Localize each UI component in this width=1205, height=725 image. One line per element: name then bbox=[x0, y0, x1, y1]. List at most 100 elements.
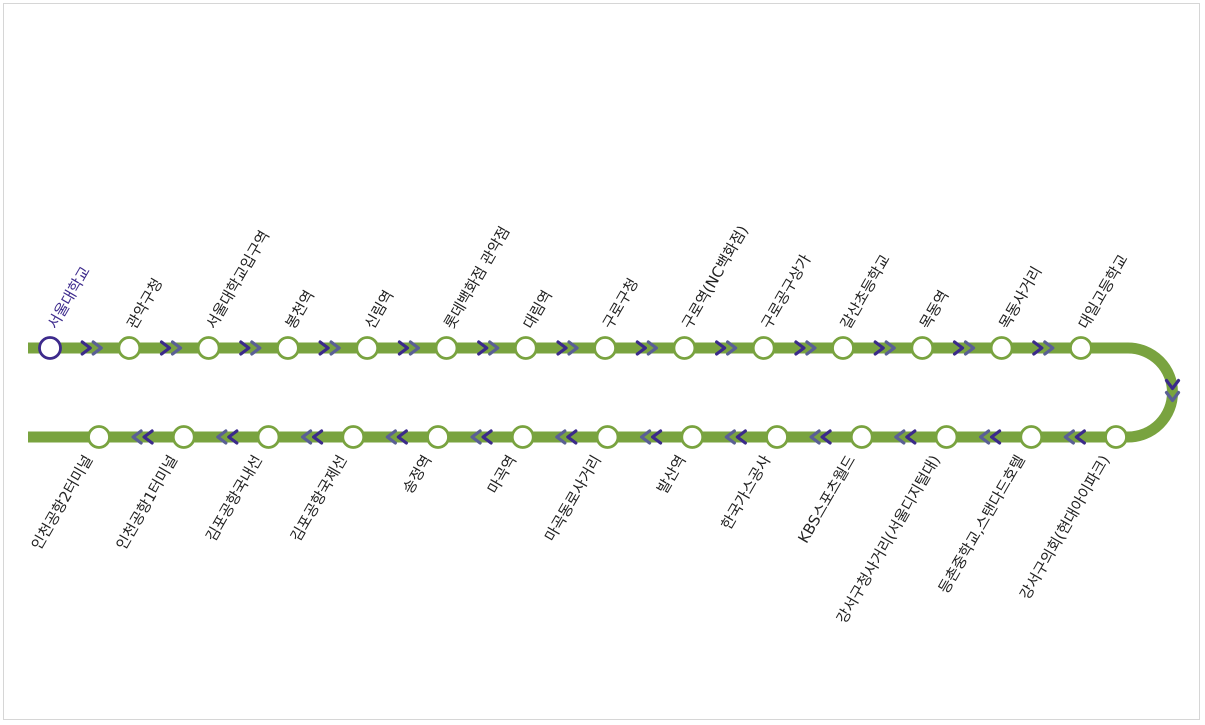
top-stop-label-13[interactable]: 대일고등학교 bbox=[1075, 251, 1132, 332]
direction-chevron bbox=[1043, 340, 1055, 356]
direction-chevron bbox=[1063, 429, 1075, 445]
direction-chevron bbox=[820, 429, 832, 445]
direction-chevron bbox=[646, 340, 658, 356]
top-stop-label-10[interactable]: 갈산초등학교 bbox=[837, 251, 894, 332]
direction-chevron bbox=[566, 429, 578, 445]
bottom-stop-label-6[interactable]: 마곡동로사거리 bbox=[541, 452, 605, 545]
stop-marker[interactable] bbox=[434, 336, 459, 360]
direction-chevron bbox=[311, 429, 324, 445]
direction-chevron bbox=[555, 429, 567, 445]
stop-marker[interactable] bbox=[765, 425, 789, 449]
top-stop-label-5[interactable]: 롯데백화점 관악점 bbox=[440, 223, 513, 332]
top-stop-label-2[interactable]: 서울대학교입구역 bbox=[202, 227, 273, 332]
top-stop-label-1[interactable]: 관악구청 bbox=[123, 275, 166, 332]
top-stop-label-4[interactable]: 신림역 bbox=[361, 287, 397, 332]
direction-chevron bbox=[142, 429, 154, 445]
bottom-stop-label-7[interactable]: 발산역 bbox=[653, 452, 689, 497]
direction-chevron bbox=[250, 340, 262, 356]
direction-chevron bbox=[385, 429, 397, 445]
top-stop-label-3[interactable]: 봉천역 bbox=[282, 287, 318, 332]
direction-chevron bbox=[715, 340, 727, 356]
direction-chevron bbox=[805, 340, 817, 356]
top-stop-label-9[interactable]: 구로공구상가 bbox=[758, 251, 815, 332]
direction-chevron bbox=[159, 340, 172, 356]
stop-marker[interactable] bbox=[426, 425, 450, 449]
stop-marker[interactable] bbox=[831, 336, 855, 360]
stop-marker[interactable] bbox=[256, 425, 281, 449]
direction-chevron bbox=[481, 429, 493, 445]
bottom-stop-label-11[interactable]: 등촌중학교,스탠다드호텔 bbox=[935, 452, 1029, 597]
direction-chevron bbox=[396, 429, 408, 445]
direction-chevron bbox=[794, 340, 806, 356]
top-stop-label-0[interactable]: 서울대학교 bbox=[44, 263, 94, 332]
stop-marker[interactable] bbox=[672, 336, 697, 360]
bottom-stop-label-5[interactable]: 마곡역 bbox=[484, 452, 520, 497]
direction-chevron bbox=[1074, 429, 1086, 445]
top-stop-label-11[interactable]: 목동역 bbox=[916, 287, 952, 332]
direction-chevron bbox=[397, 340, 410, 356]
direction-chevron bbox=[873, 340, 885, 356]
bottom-stop-label-4[interactable]: 송정역 bbox=[399, 452, 435, 497]
direction-chevron bbox=[894, 429, 906, 445]
bottom-stop-label-10[interactable]: 강서구청사거리(서울디지털대) bbox=[833, 452, 944, 627]
bottom-stop-label-3[interactable]: 김포공항국제선 bbox=[287, 452, 351, 545]
stop-marker[interactable] bbox=[355, 336, 380, 360]
bottom-stop-label-1[interactable]: 인천공항1터미널 bbox=[113, 452, 182, 553]
stop-marker[interactable] bbox=[593, 336, 617, 360]
stop-marker[interactable] bbox=[989, 336, 1014, 360]
stop-marker[interactable] bbox=[910, 336, 935, 360]
stop-marker[interactable] bbox=[513, 336, 538, 360]
direction-chevron bbox=[170, 340, 183, 356]
direction-chevron bbox=[989, 429, 1002, 445]
direction-chevron bbox=[80, 340, 92, 356]
stop-marker[interactable] bbox=[510, 425, 535, 449]
direction-chevron bbox=[1164, 378, 1181, 391]
stop-marker[interactable] bbox=[1104, 425, 1128, 449]
stop-marker[interactable] bbox=[849, 425, 874, 449]
stop-marker[interactable] bbox=[595, 425, 620, 449]
direction-chevron bbox=[329, 340, 341, 356]
stop-marker[interactable] bbox=[196, 336, 221, 360]
direction-chevron bbox=[639, 429, 652, 445]
stop-marker[interactable] bbox=[87, 425, 111, 449]
direction-chevron bbox=[567, 340, 579, 356]
stop-marker[interactable] bbox=[751, 336, 776, 360]
direction-chevron bbox=[300, 429, 313, 445]
direction-chevron bbox=[227, 429, 239, 445]
top-stop-label-7[interactable]: 구로구청 bbox=[599, 275, 642, 332]
stop-marker[interactable] bbox=[1019, 425, 1044, 449]
current-stop-marker[interactable] bbox=[38, 336, 62, 360]
direction-chevron bbox=[470, 429, 482, 445]
route-line bbox=[28, 342, 1178, 443]
direction-chevron bbox=[216, 429, 228, 445]
direction-chevron bbox=[635, 340, 647, 356]
direction-chevron bbox=[131, 429, 143, 445]
stop-marker[interactable] bbox=[680, 425, 705, 449]
bottom-stop-label-9[interactable]: KBS스포츠월드 bbox=[794, 452, 859, 546]
bottom-stop-label-0[interactable]: 인천공항2터미널 bbox=[28, 452, 97, 553]
direction-chevron bbox=[650, 429, 663, 445]
direction-chevron bbox=[963, 340, 976, 356]
stop-marker[interactable] bbox=[1069, 336, 1093, 360]
stop-marker[interactable] bbox=[934, 425, 959, 449]
top-stop-label-8[interactable]: 구로역(NC백화점) bbox=[678, 222, 752, 332]
stop-markers bbox=[38, 336, 1128, 449]
stop-marker[interactable] bbox=[117, 336, 142, 360]
direction-chevron bbox=[488, 340, 500, 356]
top-stop-label-12[interactable]: 목동사거리 bbox=[995, 263, 1045, 332]
direction-arrows bbox=[80, 340, 1181, 445]
bottom-stop-label-2[interactable]: 김포공항국내선 bbox=[202, 452, 266, 545]
bottom-stop-label-8[interactable]: 한국가스공사 bbox=[717, 452, 774, 533]
stop-marker[interactable] bbox=[171, 425, 196, 449]
direction-chevron bbox=[724, 429, 736, 445]
stop-marker[interactable] bbox=[275, 336, 300, 360]
direction-chevron bbox=[556, 340, 568, 356]
diagram-frame bbox=[3, 3, 1200, 720]
route-path bbox=[28, 342, 1178, 443]
bottom-stop-label-12[interactable]: 강서구의회(현대아이파크) bbox=[1016, 452, 1113, 603]
top-stop-label-6[interactable]: 대림역 bbox=[520, 287, 556, 332]
direction-chevron bbox=[239, 340, 251, 356]
direction-chevron bbox=[408, 340, 421, 356]
stop-marker[interactable] bbox=[341, 425, 366, 449]
